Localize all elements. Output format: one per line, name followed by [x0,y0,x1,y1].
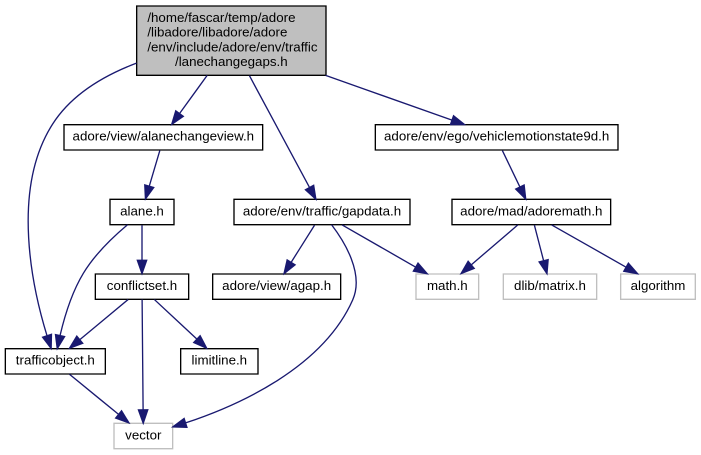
svg-text:alane.h: alane.h [120,203,164,218]
svg-text:adore/view/agap.h: adore/view/agap.h [222,278,331,293]
svg-text:/lanechangegaps.h: /lanechangegaps.h [175,54,288,69]
svg-text:conflictset.h: conflictset.h [107,278,177,293]
svg-text:adore/env/ego/vehiclemotionsta: adore/env/ego/vehiclemotionstate9d.h [384,129,609,144]
svg-text:trafficobject.h: trafficobject.h [16,353,95,368]
svg-text:/env/include/adore/env/traffic: /env/include/adore/env/traffic [147,39,317,54]
svg-text:math.h: math.h [427,278,468,293]
svg-text:dlib/matrix.h: dlib/matrix.h [514,278,586,293]
svg-text:limitline.h: limitline.h [192,353,248,368]
svg-text:adore/mad/adoremath.h: adore/mad/adoremath.h [460,203,602,218]
svg-text:/home/fascar/temp/adore: /home/fascar/temp/adore [147,10,295,25]
svg-text:algorithm: algorithm [631,278,686,293]
svg-text:adore/env/traffic/gapdata.h: adore/env/traffic/gapdata.h [243,203,401,218]
svg-text:vector: vector [125,427,162,442]
svg-text:adore/view/alanechangeview.h: adore/view/alanechangeview.h [73,129,255,144]
svg-text:/libadore/libadore/adore: /libadore/libadore/adore [147,25,287,40]
